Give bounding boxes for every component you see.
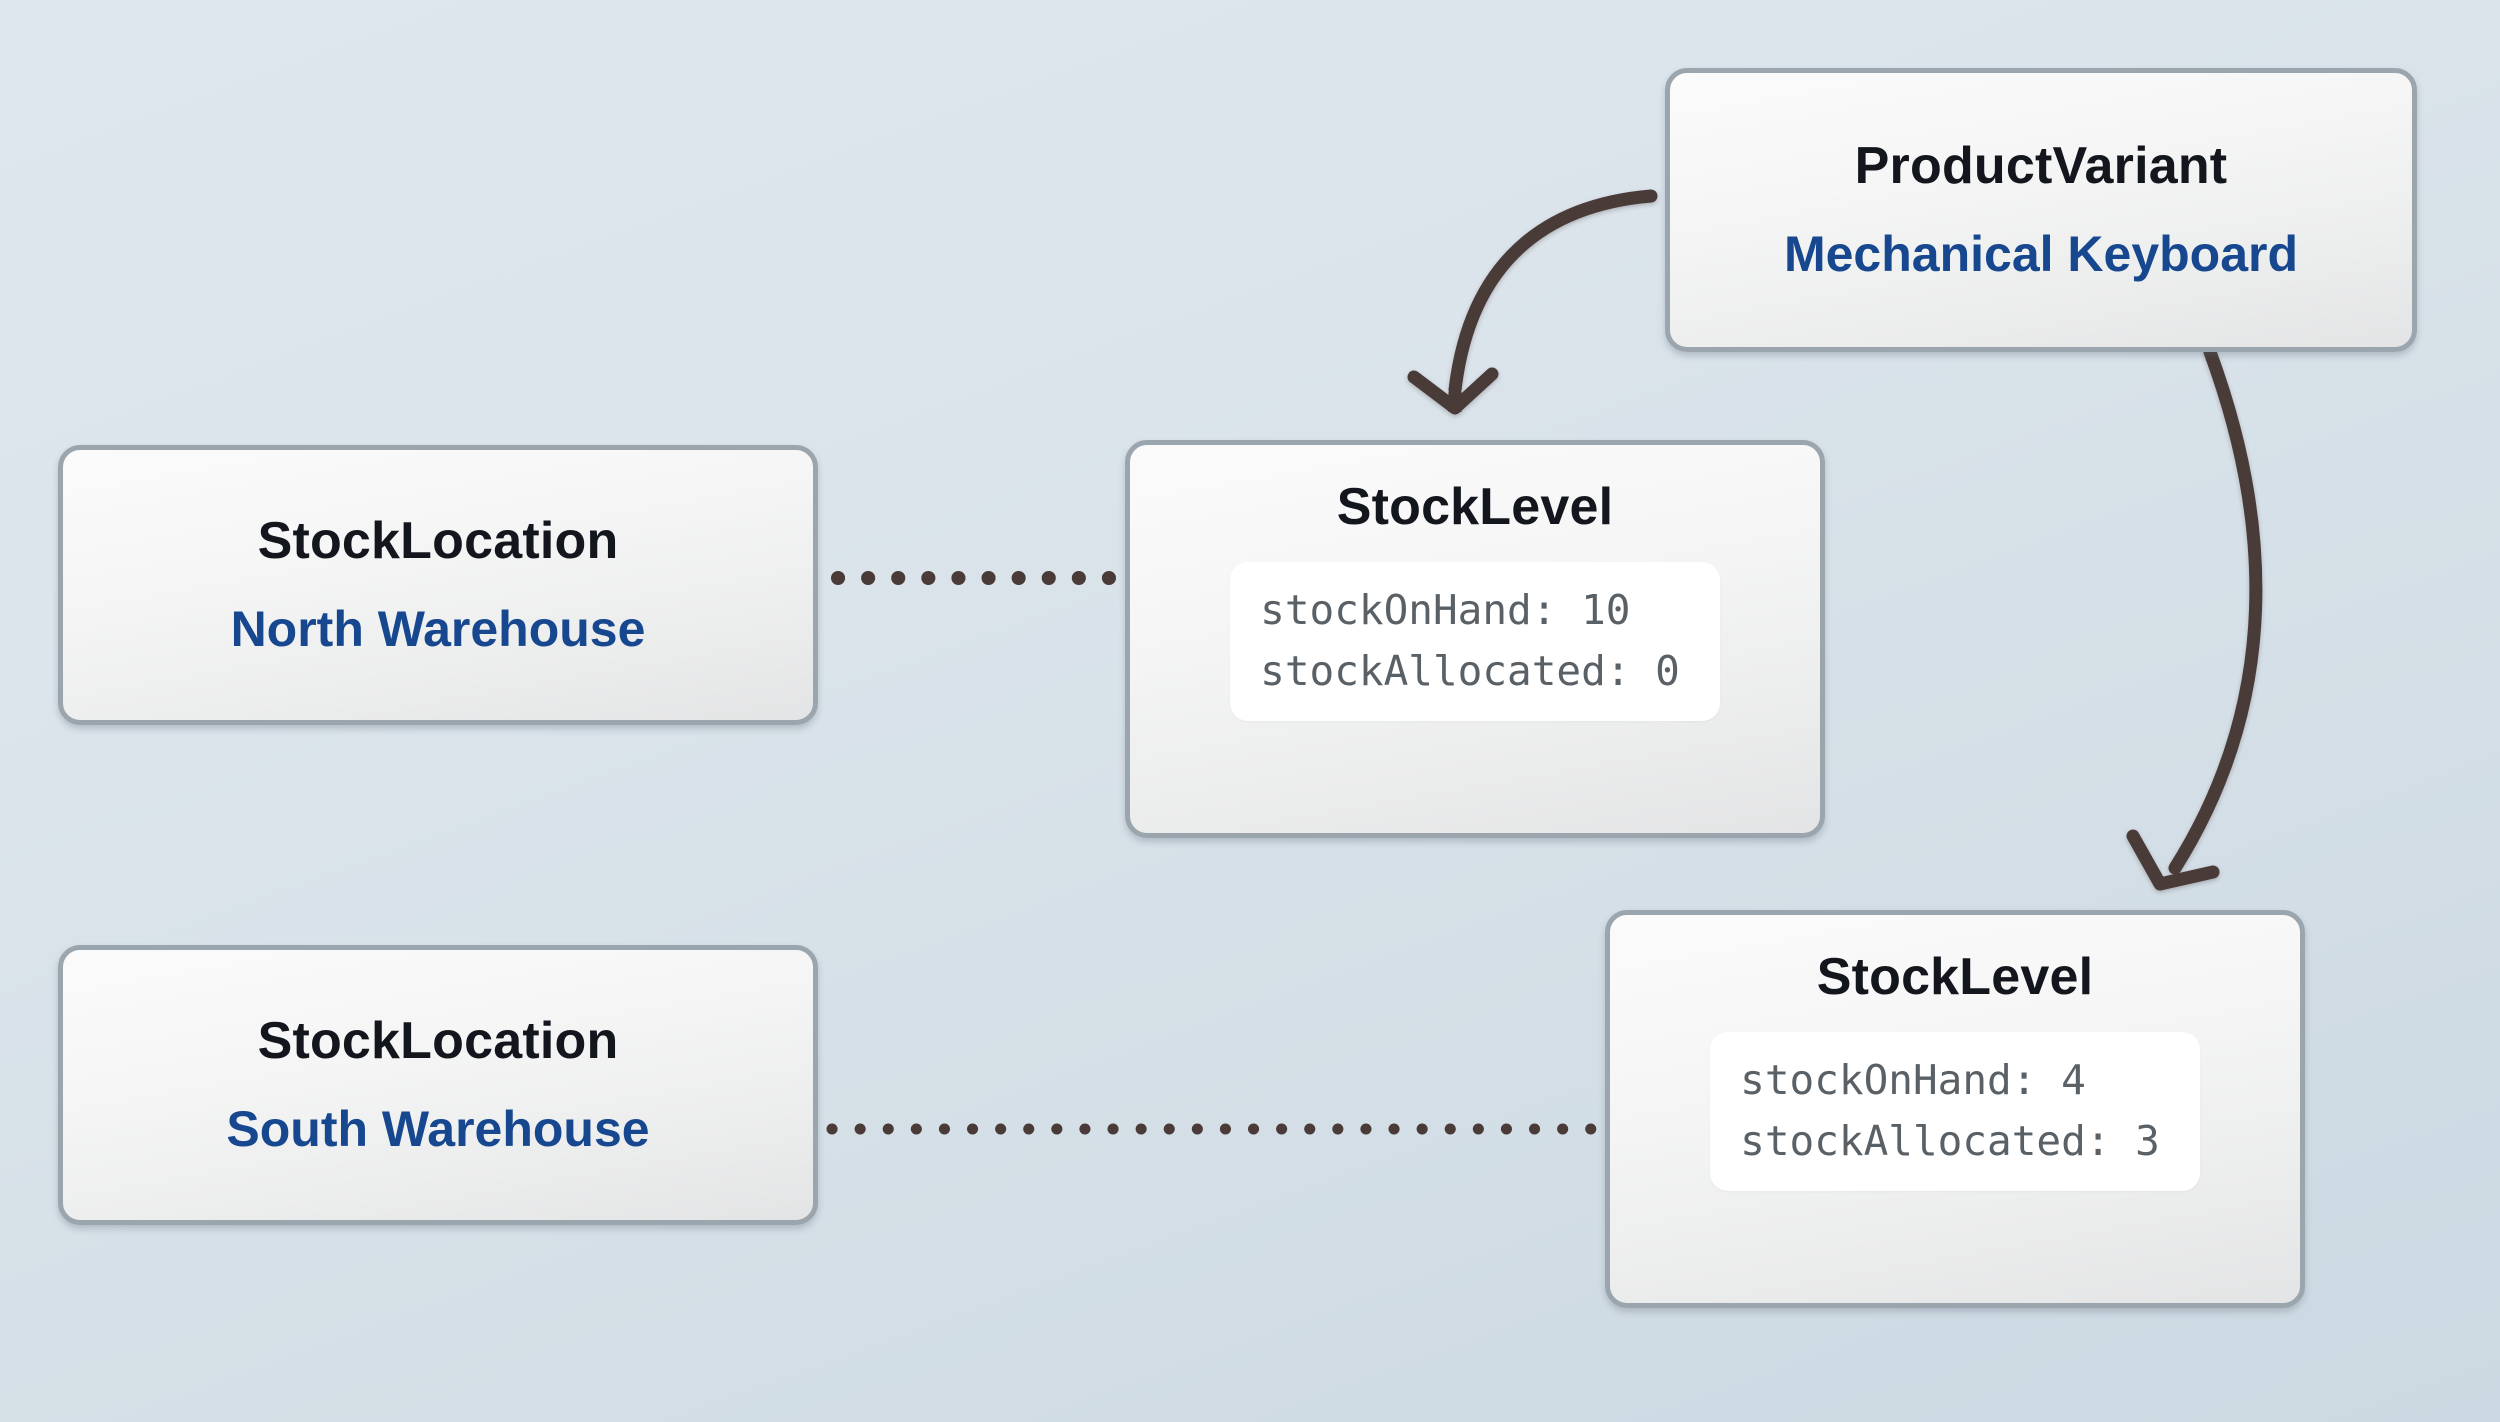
node-type-label: StockLevel xyxy=(1336,478,1614,536)
node-location-north[interactable]: StockLocation North Warehouse xyxy=(58,445,818,725)
edge-variant-to-south-level xyxy=(2126,345,2263,891)
node-type-label: StockLocation xyxy=(257,1011,619,1070)
field-stock-allocated: stockAllocated: 3 xyxy=(1740,1116,2160,1165)
field-stock-allocated: stockAllocated: 0 xyxy=(1260,646,1680,695)
field-stock-on-hand: stockOnHand: 10 xyxy=(1260,586,1631,635)
node-stock-level-south[interactable]: StockLevel stockOnHand: 4 stockAllocated… xyxy=(1605,910,2305,1308)
node-type-label: StockLevel xyxy=(1816,948,2094,1006)
node-name-label: South Warehouse xyxy=(226,1101,650,1158)
field-stock-on-hand: stockOnHand: 4 xyxy=(1740,1056,2086,1105)
field-panel: stockOnHand: 10 stockAllocated: 0 xyxy=(1230,562,1720,721)
node-stock-level-north[interactable]: StockLevel stockOnHand: 10 stockAllocate… xyxy=(1125,440,1825,838)
node-type-label: StockLocation xyxy=(257,511,619,570)
node-type-label: ProductVariant xyxy=(1854,136,2228,195)
field-panel: stockOnHand: 4 stockAllocated: 3 xyxy=(1710,1032,2200,1191)
node-name-label: Mechanical Keyboard xyxy=(1783,226,2299,283)
node-name-label: North Warehouse xyxy=(230,601,646,658)
node-product-variant[interactable]: ProductVariant Mechanical Keyboard xyxy=(1665,68,2417,352)
node-location-south[interactable]: StockLocation South Warehouse xyxy=(58,945,818,1225)
edge-variant-to-north-level xyxy=(1407,189,1658,415)
